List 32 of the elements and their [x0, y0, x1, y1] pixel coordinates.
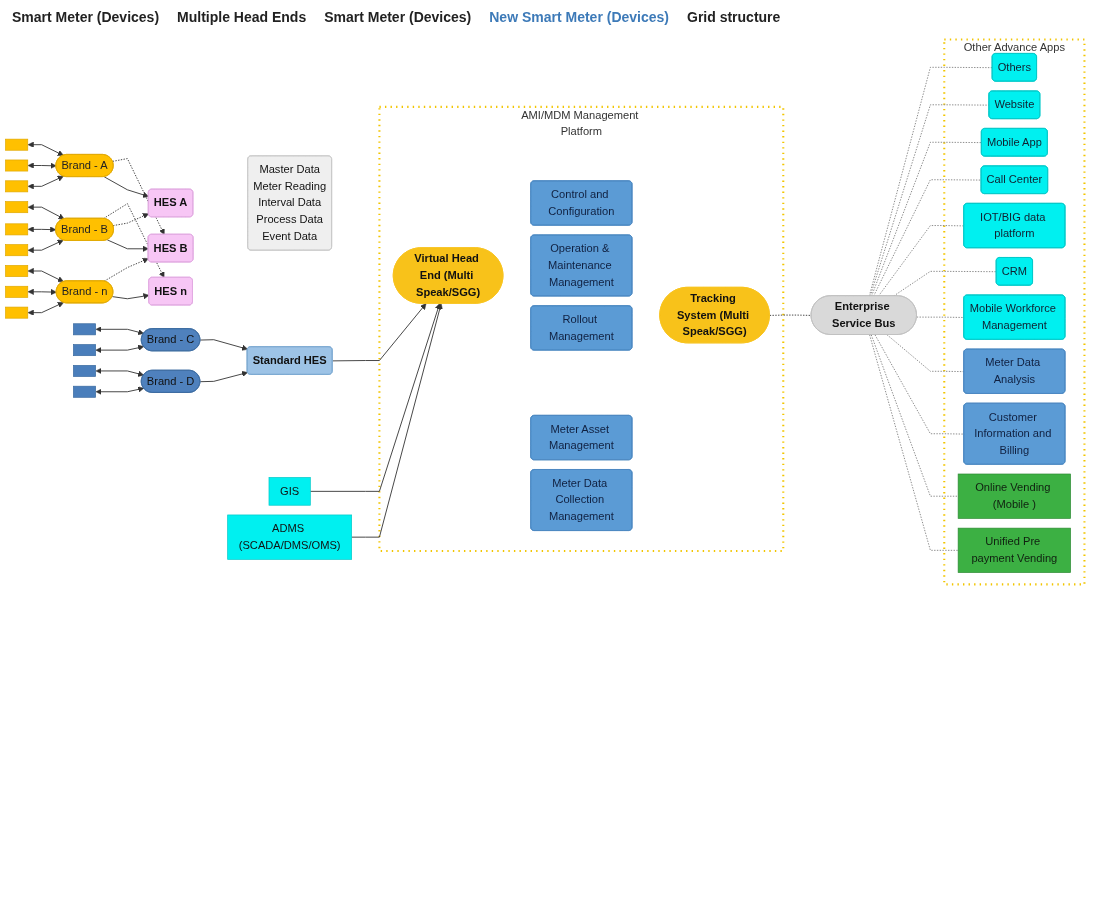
column-heading: Smart Meter (Devices)	[12, 9, 160, 25]
node-box	[73, 385, 96, 398]
node-box	[227, 514, 352, 560]
node-box	[5, 265, 29, 277]
section-heading: New Smart Meter (Devices)	[489, 9, 669, 25]
node-box	[5, 223, 29, 236]
node-box	[5, 306, 29, 319]
node-box	[5, 244, 29, 257]
connector	[916, 316, 965, 318]
node-box	[268, 477, 311, 506]
node-box	[5, 285, 29, 298]
column-heading: Multiple Head Ends	[177, 9, 307, 25]
connector	[874, 334, 965, 435]
connector	[873, 179, 982, 297]
connector	[869, 334, 959, 551]
node-box	[5, 138, 29, 151]
connector	[886, 334, 965, 373]
node-box	[73, 344, 96, 356]
section-heading: Grid structure	[687, 9, 781, 25]
node-box	[5, 201, 29, 214]
side-heading: Smart Meter (Devices)	[324, 9, 472, 25]
node-box	[73, 365, 96, 377]
connector	[870, 334, 959, 497]
connector	[868, 66, 993, 297]
node-box	[957, 527, 1071, 573]
node-box	[5, 180, 29, 193]
connector	[869, 104, 990, 297]
node-box	[73, 323, 96, 336]
node-box	[5, 159, 29, 172]
diagram-drawing: Other Advance Apps AMI/MDM Management Platform Tracking System (Multi Speak/SGG) Control and Configuration Operation & Maintenance Management Rollout Management Meter Asset Management Meter Data Collection Management Virtual Head End (Multi Speak/SGG) Enterprise Service Bus Others Website Mobile App Call Center IOT/BIG data platform CRM Mobile Workforce Management Meter Data Analysis Customer Information and Billing Online Vending (Mobile ) Unified Pre payment Vending Brand - A HES A Master Data Meter Reading Interval Data Process Data Event Data Brand - B HES B Brand - n HES n Brand - C Standard HES Brand - D GIS ADMS (SCADA/DMS/OMS)	[0, 34, 1090, 914]
connector	[871, 141, 983, 297]
node-box	[957, 473, 1071, 519]
